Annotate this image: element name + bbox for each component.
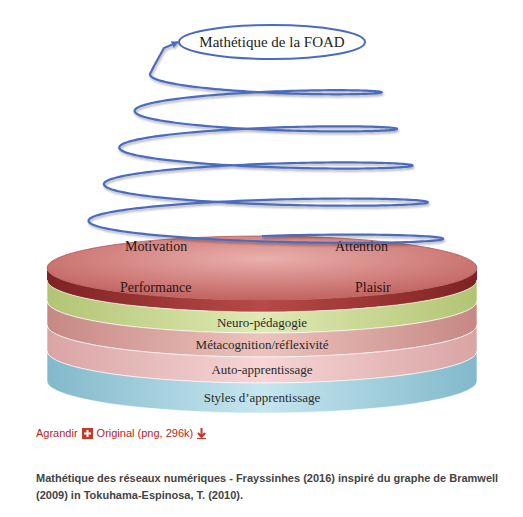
factor-label: Motivation (125, 239, 187, 255)
band-shape (47, 351, 477, 413)
spiral-connector (89, 42, 444, 243)
icon-square (82, 428, 93, 439)
disk-face (47, 236, 477, 300)
icon-plus (84, 430, 91, 437)
figure-caption: Mathétique des réseaux numériques - Fray… (36, 470, 506, 504)
top-disk: Motivation AttentionPerformance Plaisir (47, 236, 477, 312)
icon-arrow (198, 428, 205, 437)
node-label: Styles d’apprentissage (47, 390, 477, 405)
goal-ellipse: Mathétique de la FOAD (178, 24, 366, 60)
download-icon (197, 428, 206, 439)
enlarge-icon (82, 428, 93, 439)
factor-label: Performance (120, 280, 192, 296)
original-link: Original (png, 296k) (97, 427, 194, 440)
enlarge-link: Agrandir (36, 427, 78, 440)
ellipse-outline (179, 25, 365, 59)
layer-band: Styles d’apprentissage (47, 351, 477, 413)
node-outline (47, 236, 477, 312)
icon-base (197, 438, 206, 439)
node-label: Mathétique de la FOAD (178, 24, 366, 60)
factor-label: Attention (335, 239, 388, 255)
factor-label: Plaisir (355, 280, 391, 296)
